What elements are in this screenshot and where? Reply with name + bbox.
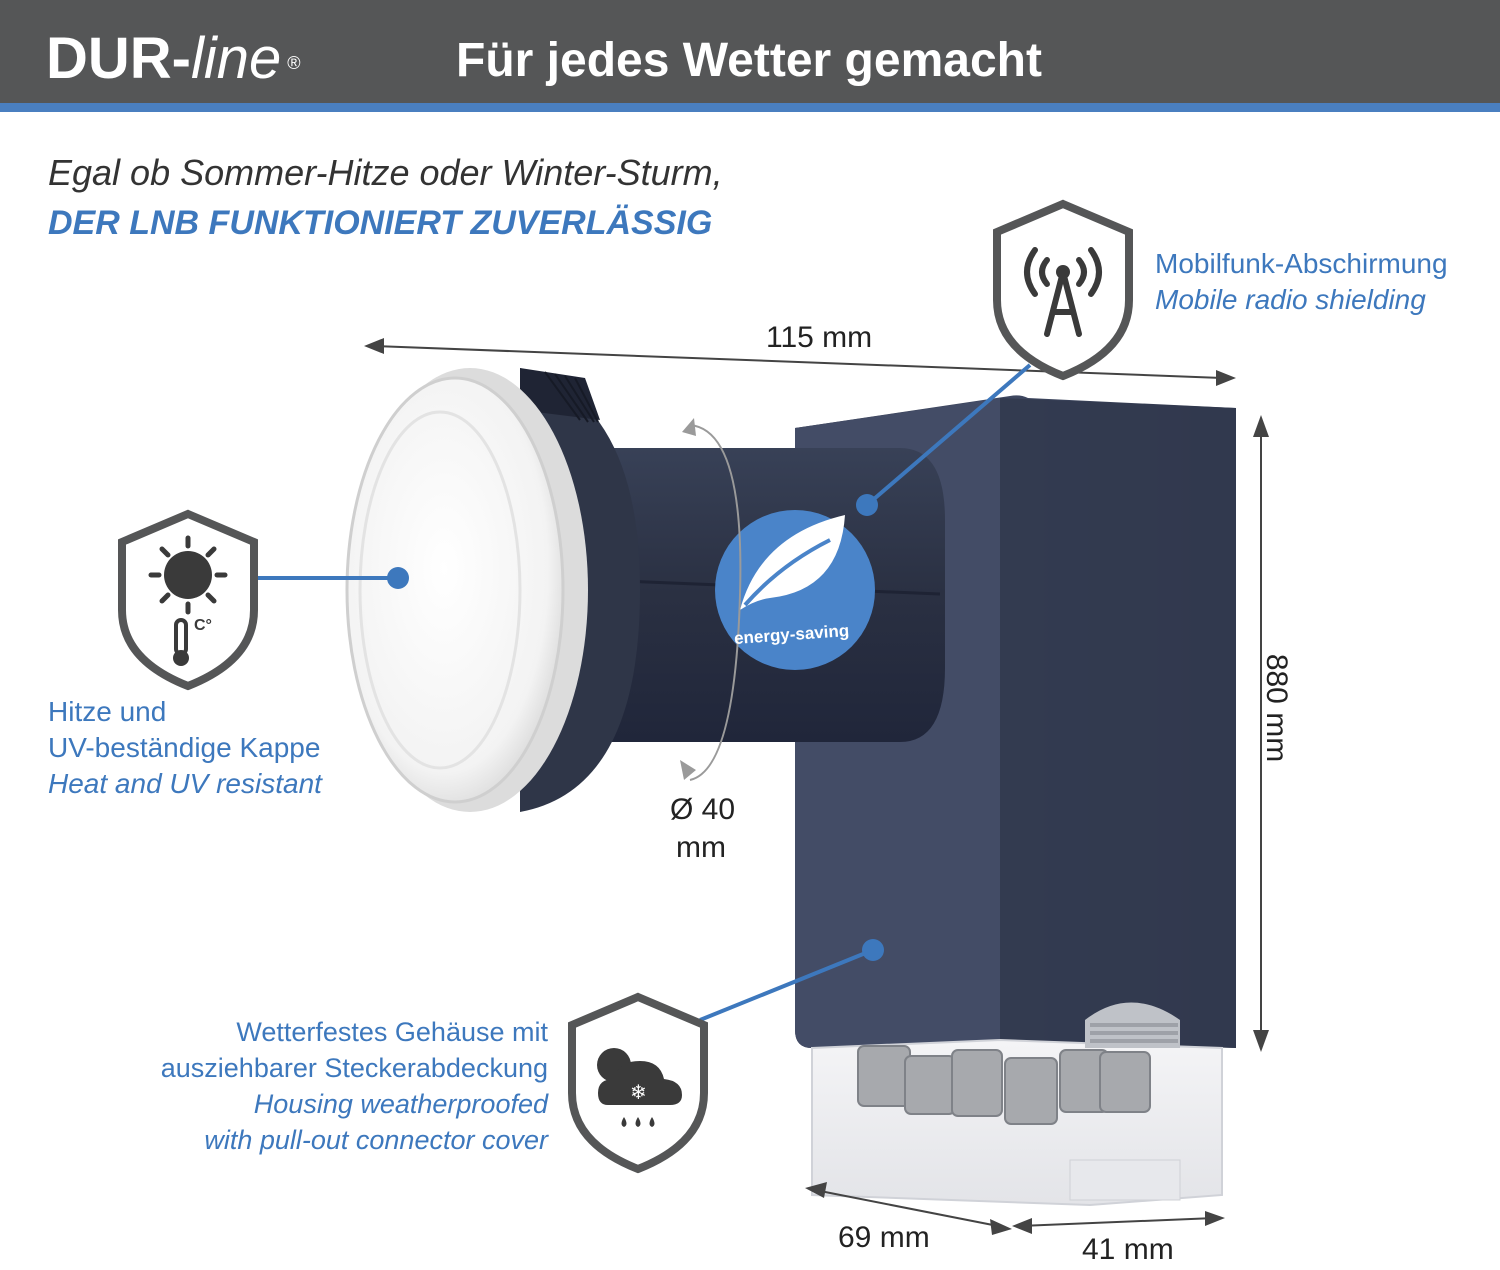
dimension-lines (364, 338, 1269, 1235)
dimension-length: 115 mm (766, 321, 873, 354)
feature-housing-subtitle-1: Housing weatherproofed (253, 1089, 548, 1119)
dimension-height: 880 mm (1260, 653, 1294, 763)
antenna-tower-shield-icon (993, 199, 1133, 381)
dimension-diameter: Ø 40 (670, 793, 736, 826)
feature-mobile-title: Mobilfunk-Abschirmung (1155, 248, 1448, 279)
brand-name-italic: line (190, 26, 282, 91)
registered-mark: ® (287, 53, 301, 73)
feature-weatherproof-housing: Wetterfestes Gehäuse mit ausziehbarer St… (161, 1014, 548, 1158)
page-headline: Für jedes Wetter gemacht (456, 34, 1042, 87)
intro-claim: DER LNB FUNKTIONIERT ZUVERLÄSSIG (48, 204, 713, 242)
rotation-indicator (680, 418, 742, 781)
f-connectors (857, 1045, 1151, 1125)
svg-text:C°: C° (194, 617, 212, 634)
weather-cloud-shield-icon: ❄ (568, 992, 708, 1174)
intro-line: Egal ob Sommer-Hitze oder Winter-Sturm, (48, 152, 723, 193)
feature-heat-title-2: UV-beständige Kappe (48, 732, 321, 763)
sun-thermometer-shield-icon: C° (118, 509, 258, 691)
header-bar (0, 0, 1500, 103)
lnb-housing (795, 395, 1236, 1048)
feature-mobile-subtitle: Mobile radio shielding (1155, 284, 1426, 315)
dimension-width: 41 mm (1082, 1233, 1174, 1266)
callout-lines (255, 363, 1032, 1022)
feature-housing-title-2: ausziehbarer Steckerabdeckung (160, 1053, 548, 1083)
dimension-depth: 69 mm (838, 1221, 930, 1254)
feature-mobile-shielding: Mobilfunk-Abschirmung Mobile radio shiel… (1155, 246, 1448, 318)
dimension-diameter-unit: mm (676, 831, 726, 864)
feature-housing-subtitle-2: with pull-out connector cover (204, 1125, 548, 1155)
feature-housing-title-1: Wetterfestes Gehäuse mit (236, 1017, 548, 1047)
feature-heat-resistant: Hitze und UV-beständige Kappe Heat and U… (48, 694, 322, 802)
feature-heat-subtitle: Heat and UV resistant (48, 768, 322, 799)
energy-saving-badge (715, 510, 875, 670)
brand-logo: DUR-line® (46, 24, 301, 94)
feature-heat-title-1: Hitze und (48, 696, 167, 727)
svg-text:❄: ❄ (630, 1080, 647, 1104)
header-accent-stripe (0, 103, 1500, 112)
brand-name: DUR- (46, 26, 191, 91)
lnb-cap (345, 368, 588, 812)
